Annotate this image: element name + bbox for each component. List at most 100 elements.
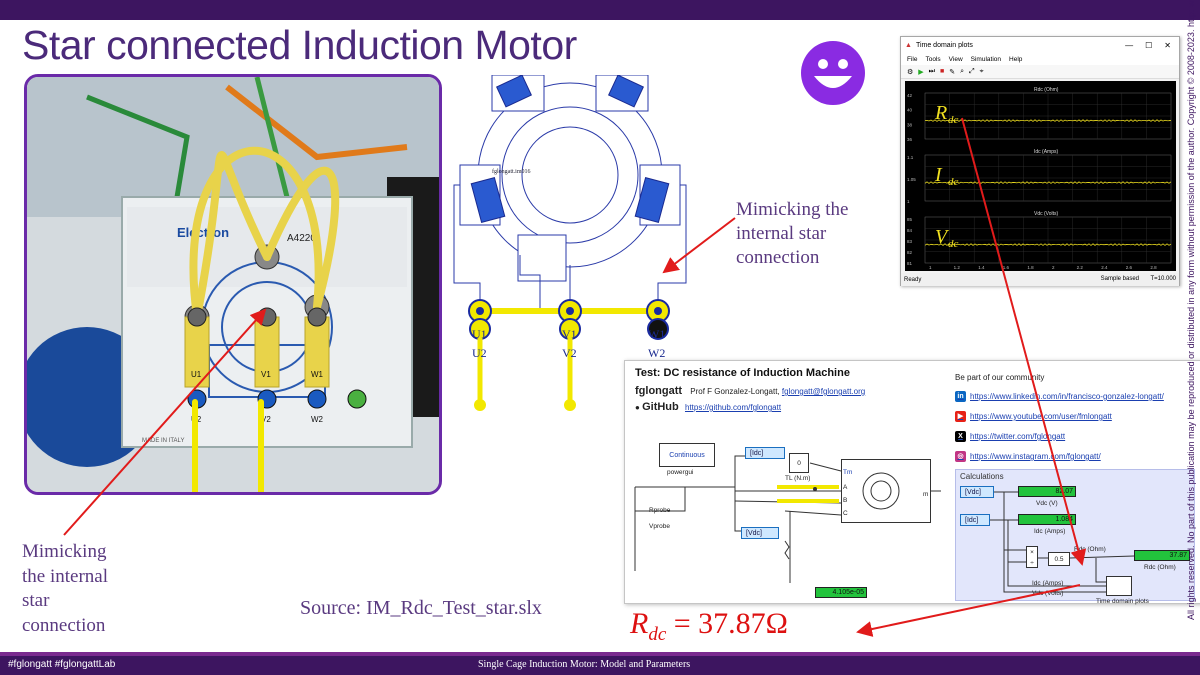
author-brand: fglongatt bbox=[635, 385, 683, 397]
plot-series-label: V bbox=[935, 226, 950, 248]
autoscale-icon[interactable]: ⤢ bbox=[969, 67, 975, 75]
scope-window[interactable]: ▲ Time domain plots — ☐ ✕ File Tools Vie… bbox=[900, 36, 1180, 286]
plot-xtick: 1.2 bbox=[954, 265, 961, 270]
highlight-icon[interactable]: ✎ bbox=[949, 68, 956, 76]
plot-ytick: 82 bbox=[907, 250, 913, 255]
author-line: fglongatt Prof F Gonzalez-Longatt, fglon… bbox=[635, 385, 865, 397]
rdc-subscript: dc bbox=[648, 624, 667, 645]
plot-series-label: R bbox=[934, 102, 947, 124]
photo-brand-label: Electron bbox=[177, 225, 229, 240]
youtube-icon: ▶ bbox=[955, 411, 966, 422]
diagram-w2-label: W2 bbox=[648, 346, 665, 360]
caption-right-line: Mimicking the bbox=[736, 199, 849, 220]
accent-line bbox=[0, 652, 1200, 656]
circuit-wiring bbox=[634, 455, 941, 583]
youtube-link[interactable]: https://www.youtube.com/user/fmlongatt bbox=[970, 412, 1112, 421]
maximize-icon[interactable]: ☐ bbox=[1145, 40, 1153, 50]
menu-file[interactable]: File bbox=[907, 55, 918, 63]
caption-right-line: internal star bbox=[736, 222, 827, 244]
status-sample: Sample based bbox=[1100, 276, 1139, 282]
photo-w1-label: W1 bbox=[311, 370, 324, 379]
tl-constant[interactable]: 0 bbox=[789, 453, 809, 473]
plot-ytick: 1.05 bbox=[907, 177, 916, 182]
plot-ytick: 85 bbox=[907, 217, 913, 222]
diagram-stamp: fglongatt.im016 bbox=[492, 168, 531, 175]
scope-title: Time domain plots bbox=[915, 41, 973, 49]
time-scope-block[interactable] bbox=[1106, 576, 1132, 596]
zoom-icon[interactable]: ⌕ bbox=[960, 67, 965, 75]
diagram-w1-label: W1 bbox=[648, 327, 665, 341]
rdc-display: 37.87 bbox=[1134, 550, 1190, 561]
machine-block[interactable] bbox=[841, 459, 931, 523]
diagram-u1-label: U1 bbox=[472, 327, 487, 341]
github-label: GitHub bbox=[642, 401, 679, 413]
step-icon[interactable]: ⏭ bbox=[928, 67, 935, 75]
x-link[interactable]: https://twitter.com/fglongatt bbox=[970, 432, 1066, 441]
linkedin-icon: in bbox=[955, 391, 966, 402]
vdc-goto-tag[interactable]: [Vdc] bbox=[741, 527, 779, 539]
community-heading: Be part of our community bbox=[955, 373, 1045, 382]
menu-simulation[interactable]: Simulation bbox=[970, 55, 1002, 63]
calculations-panel: Calculations [Vdc] [Idc] 82.07 Vdc (V) 1… bbox=[955, 469, 1195, 605]
instagram-link[interactable]: https://www.instagram.com/fglongatt/ bbox=[970, 452, 1101, 461]
github-icon: ● bbox=[635, 403, 640, 412]
close-icon[interactable]: ✕ bbox=[1164, 40, 1171, 50]
idc-goto-tag[interactable]: [Idc] bbox=[745, 447, 785, 459]
port-a: A bbox=[843, 484, 848, 491]
scope-block-label: Time domain plots bbox=[1096, 598, 1149, 605]
x-row[interactable]: X https://twitter.com/fglongatt bbox=[955, 431, 1065, 442]
rdc-symbol: R bbox=[630, 607, 649, 640]
youtube-row[interactable]: ▶ https://www.youtube.com/user/fmlongatt bbox=[955, 411, 1112, 422]
port-b: B bbox=[843, 497, 848, 504]
stop-icon[interactable]: ■ bbox=[939, 68, 945, 75]
github-link[interactable]: https://github.com/fglongatt bbox=[684, 403, 782, 412]
run-icon[interactable]: ▶ bbox=[918, 68, 924, 76]
m-port: m bbox=[923, 491, 929, 498]
source-label: Source: IM_Rdc_Test_star.slx bbox=[300, 597, 542, 619]
menu-help[interactable]: Help bbox=[1009, 55, 1023, 63]
plot-title: Rdc (Ohm) bbox=[1034, 87, 1059, 93]
scope-statusbar: Ready Sample based T=10.000 bbox=[901, 273, 1179, 286]
simulink-model: Test: DC resistance of Induction Machine… bbox=[624, 360, 1200, 605]
powergui-block[interactable]: Continuous bbox=[659, 443, 715, 467]
diagram-v2-label: V2 bbox=[562, 346, 577, 360]
top-bar bbox=[0, 0, 1200, 20]
scope-app-icon: ▲ bbox=[905, 41, 912, 49]
plot-title: Vdc (Volts) bbox=[1034, 211, 1059, 217]
stator-diagram: fglongatt.im016 U1 V1 W1 U2 V2 W2 bbox=[453, 75, 687, 411]
scope-toolbar: ⚙ ▶ ⏭ ■ ✎ ⌕ ⤢ ⌖ bbox=[901, 65, 1179, 79]
settings-icon[interactable]: ⚙ bbox=[907, 68, 914, 76]
diagram-u2-label: U2 bbox=[472, 346, 487, 360]
instagram-row[interactable]: ◎ https://www.instagram.com/fglongatt/ bbox=[955, 451, 1101, 462]
plot-ytick: 38 bbox=[907, 122, 913, 127]
tl-label: TL (N.m) bbox=[785, 475, 811, 482]
photo-model-label: A4220 bbox=[287, 233, 316, 244]
diagram-v1-label: V1 bbox=[562, 327, 577, 341]
footer-title: Single Cage Induction Motor: Model and P… bbox=[478, 659, 691, 670]
caption-left-line: star bbox=[22, 590, 50, 612]
powergui-label: powergui bbox=[667, 469, 694, 476]
author-email-link[interactable]: fglongatt@fglongatt.org bbox=[781, 387, 866, 396]
caption-left-line: the internal bbox=[22, 565, 108, 587]
status-ready: Ready bbox=[904, 276, 922, 283]
minimize-icon[interactable]: — bbox=[1125, 40, 1134, 50]
photo-made-in-label: MADE IN ITALY bbox=[142, 438, 184, 444]
menu-view[interactable]: View bbox=[948, 55, 963, 63]
plot-series-label: I bbox=[934, 164, 943, 186]
linkedin-link[interactable]: https://www.linkedin.com/in/francisco-go… bbox=[970, 392, 1164, 401]
plot-ytick: 83 bbox=[907, 239, 913, 244]
plot-ytick: 40 bbox=[907, 108, 913, 113]
photo-w2-label: W2 bbox=[311, 415, 324, 424]
rdc-display-label: Rdc (Ohm) bbox=[1144, 564, 1176, 571]
menu-tools[interactable]: Tools bbox=[925, 55, 941, 63]
plot-ytick: 81 bbox=[907, 261, 913, 266]
scope-titlebar[interactable]: ▲ Time domain plots — ☐ ✕ bbox=[901, 37, 1179, 53]
slide-title: Star connected Induction Motor bbox=[22, 22, 577, 68]
cursor-icon[interactable]: ⌖ bbox=[979, 67, 984, 75]
github-line: ● GitHub https://github.com/fglongatt bbox=[635, 401, 781, 413]
smiley-icon bbox=[801, 41, 865, 105]
vprobe-label: Vprobe bbox=[649, 523, 670, 530]
linkedin-row[interactable]: in https://www.linkedin.com/in/francisco… bbox=[955, 391, 1164, 402]
photo-v2-label: V2 bbox=[261, 415, 271, 424]
